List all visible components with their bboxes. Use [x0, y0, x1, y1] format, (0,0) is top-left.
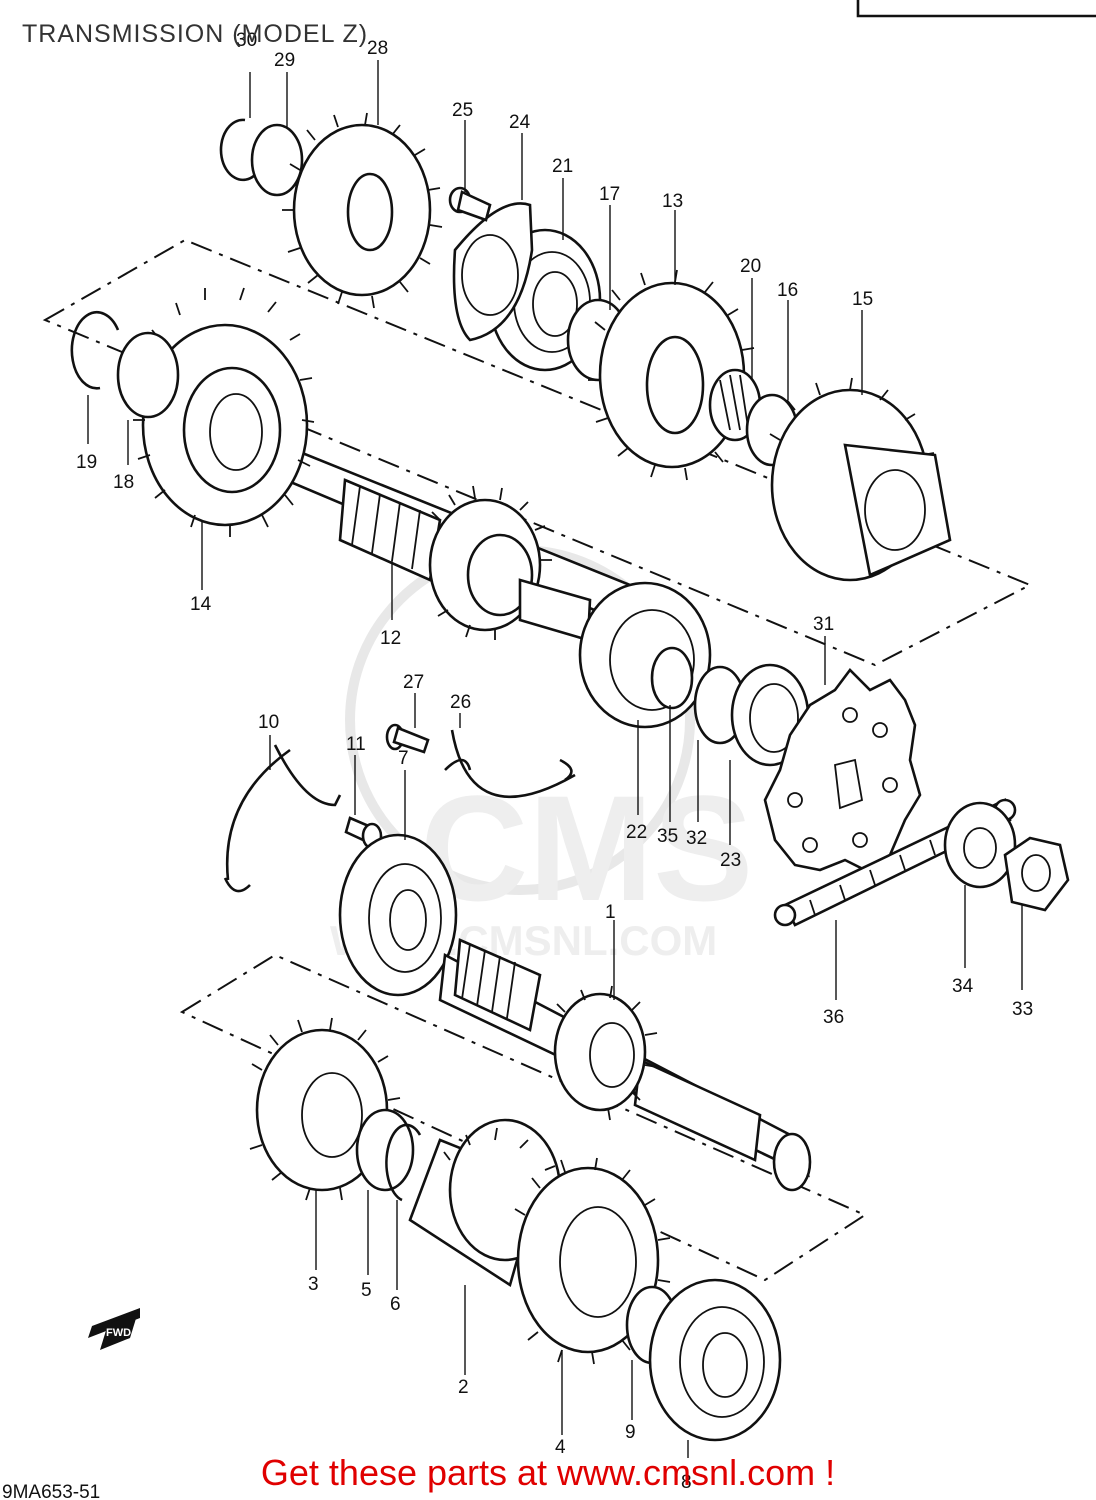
part-label-21: 21 [552, 156, 573, 177]
gear-14 [133, 287, 315, 537]
screw-27 [385, 723, 430, 754]
diagram-title: TRANSMISSION (MODEL Z) [22, 20, 369, 48]
part-label-16: 16 [777, 280, 798, 301]
part-label-8: 8 [681, 1472, 692, 1493]
nut-33 [1003, 836, 1070, 912]
footer-link-text[interactable]: Get these parts at www.cmsnl.com ! [260, 1452, 836, 1493]
washer-29 [250, 123, 304, 197]
fwd-label: FWD [106, 1327, 131, 1339]
bearing-7 [338, 833, 458, 997]
part-label-1: 1 [605, 902, 616, 923]
part-label-33: 33 [1012, 999, 1033, 1020]
part-label-25: 25 [452, 100, 473, 121]
part-label-29: 29 [274, 50, 295, 71]
retainer-26 [444, 729, 576, 799]
part-label-4: 4 [555, 1437, 566, 1458]
part-label-30: 30 [236, 30, 257, 51]
part-label-24: 24 [509, 112, 531, 133]
gear-15 [769, 377, 952, 582]
washer-18 [116, 331, 180, 419]
circlip-19 [70, 311, 120, 390]
gear-13 [588, 269, 757, 481]
frame-corner [856, 0, 1096, 18]
leader-lines [87, 60, 1023, 1458]
part-label-31: 31 [813, 614, 834, 635]
part-label-13: 13 [662, 191, 683, 212]
part-label-11: 11 [346, 734, 366, 755]
drawing-code: 9MA653-51 [2, 1482, 100, 1500]
driveshaft-group-box [179, 953, 868, 1282]
part-label-27: 27 [403, 672, 424, 693]
part-label-22: 22 [626, 822, 647, 843]
collar-35 [650, 646, 694, 710]
part-label-17: 17 [599, 184, 620, 205]
part-labels: 1 2 3 4 5 6 7 8 9 10 11 12 13 14 15 16 1… [76, 30, 1033, 1493]
bearing-22 [578, 581, 712, 729]
lock-washer-34 [943, 801, 1017, 889]
part-label-7: 7 [398, 748, 409, 769]
screw-25 [448, 186, 492, 222]
part-label-34: 34 [952, 976, 974, 997]
bearing-8 [648, 1278, 782, 1442]
retainer-10 [223, 744, 342, 893]
part-label-15: 15 [852, 289, 873, 310]
gear-1 [553, 985, 658, 1121]
part-label-32: 32 [686, 828, 707, 849]
part-label-5: 5 [361, 1280, 372, 1301]
part-label-36: 36 [823, 1007, 844, 1028]
part-label-10: 10 [258, 712, 279, 733]
gear-28 [282, 112, 443, 309]
fwd-arrow-badge: FWD [88, 1308, 140, 1350]
part-label-6: 6 [390, 1294, 401, 1315]
part-label-12: 12 [380, 628, 401, 649]
part-label-35: 35 [657, 826, 678, 847]
washer-5 [355, 1108, 415, 1192]
part-label-9: 9 [625, 1422, 636, 1443]
circlip-6 [385, 1123, 422, 1202]
part-label-2: 2 [458, 1377, 469, 1398]
part-label-20: 20 [740, 256, 761, 277]
part-label-28: 28 [367, 38, 388, 59]
bearing-plate-24 [452, 202, 534, 342]
gear-12 [428, 485, 592, 642]
part-label-26: 26 [450, 692, 471, 713]
part-label-18: 18 [113, 472, 134, 493]
part-label-23: 23 [720, 850, 741, 871]
part-label-3: 3 [308, 1274, 319, 1295]
part-label-14: 14 [190, 594, 212, 615]
part-label-19: 19 [76, 452, 97, 473]
circlip-30 [219, 118, 256, 182]
